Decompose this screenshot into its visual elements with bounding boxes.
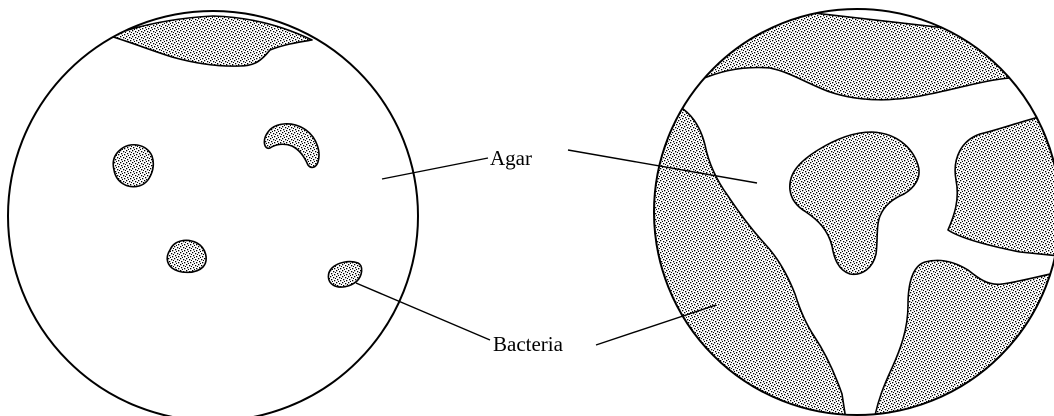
right-dish-bottom-bacteria-growth (874, 260, 1054, 416)
right-petri-dish (640, 0, 1054, 416)
right-dish-right-bacteria-growth (948, 112, 1054, 256)
agar-leader-line-left (382, 158, 488, 179)
bacteria-colony (113, 145, 153, 187)
bacteria-colony (264, 124, 319, 168)
right-dish-left-bacteria-growth (640, 103, 846, 416)
left-dish-rim (8, 11, 418, 416)
bacteria-label: Bacteria (493, 332, 564, 356)
bacteria-colony (167, 240, 206, 272)
agar-label: Agar (490, 146, 532, 170)
left-petri-dish (8, 11, 418, 416)
right-dish-top-bacteria-growth (700, 0, 1050, 100)
bacteria-leader-line-left (356, 283, 490, 340)
bacteria-label-group: Bacteria (356, 283, 716, 356)
bacteria-colony-center (790, 132, 919, 274)
